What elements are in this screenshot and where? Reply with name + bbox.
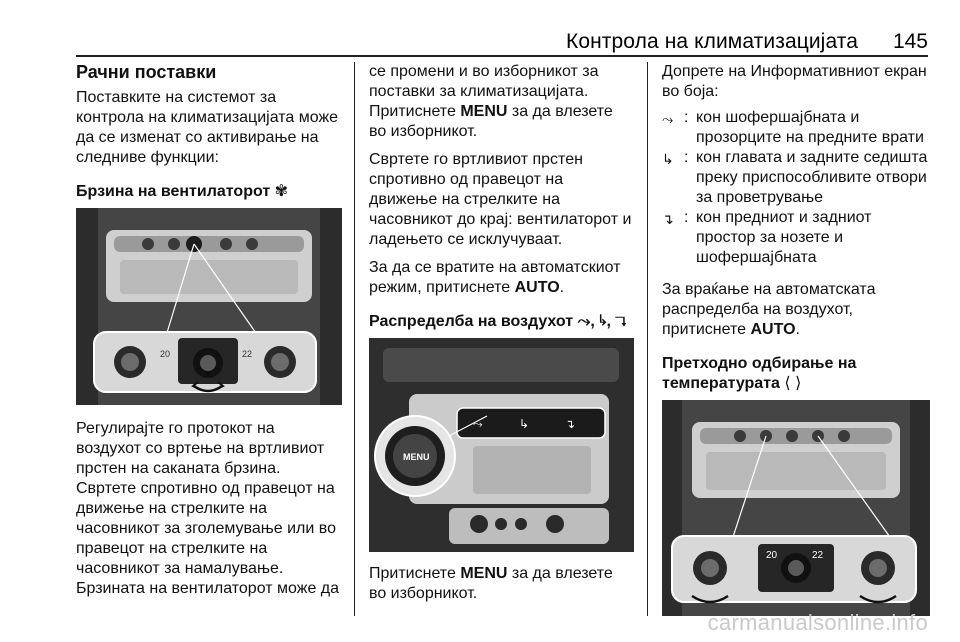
continued-paragraph: се промени и во изборникот за поставки з… (369, 63, 599, 100)
fan-speed-heading: Брзина на вентилаторот ✾ (76, 182, 342, 202)
dial-menu-label: MENU (403, 452, 430, 462)
climate-panel-illustration: 20 22 (76, 208, 342, 405)
def-item-feet: ↴ : кон предниот и задниот простор за но… (662, 208, 930, 268)
windshield-body-icon: ⤳ (662, 111, 674, 127)
touch-intro: Допрете на Информативниот екран во боја: (662, 63, 927, 100)
menu2-pre: Притиснете (369, 565, 456, 582)
panel-right-temp: 22 (242, 349, 252, 359)
climate-panel-photo-distribution: ⤳ ↳ ↴ MENU (369, 338, 634, 552)
auto-mode-paragraph: За да се вратите на автоматскиот режим, … (369, 258, 634, 298)
watermark: carmanualsonline.info (707, 610, 928, 635)
column-divider-2 (647, 62, 648, 616)
menu2-post: за да влезете во изборникот. (369, 565, 613, 602)
air-distribution-heading: Распределба на воздухот ⤳, ↳, ↴ (369, 312, 634, 332)
temperature-heading-text: Претходно одбирање на температурата (662, 355, 857, 392)
body-feet-icon: ↴ (615, 313, 626, 330)
auto-pre: За да се вратите на автоматскиот режим, … (369, 259, 621, 296)
def-text: кон главата и задните седишта преку прис… (696, 149, 928, 206)
body-feet-icon: ↴ (662, 211, 674, 227)
def-item-head: ↳ : кон главата и задните седишта преку … (662, 148, 930, 208)
distribution-illustration: ⤳ ↳ ↴ MENU (369, 338, 634, 552)
menu-instruction-2: Притиснете MENU за да влезете во изборни… (369, 564, 634, 604)
svg-text:↴: ↴ (565, 417, 575, 431)
menu-label: MENU (460, 103, 508, 120)
svg-text:⤳: ⤳ (473, 417, 483, 431)
header-title: Контрола на климатизацијата (566, 30, 859, 53)
air-distribution-heading-text: Распределба на воздухот (369, 313, 574, 330)
page-header: Контрола на климатизацијата 145 (0, 0, 960, 58)
panel-left-temp: 20 (160, 349, 170, 359)
fan-speed-heading-text: Брзина на вентилаторот (76, 183, 271, 200)
menu2-label: MENU (460, 565, 508, 582)
head-body-icon: ↳ (662, 151, 674, 167)
auto-distribution-paragraph: За враќање на автоматската распределба н… (662, 280, 930, 340)
def-text: кон шофершајбната и прозорците на предни… (696, 109, 924, 146)
menu-press-post: за да влезете во изборникот. (369, 103, 613, 140)
column-divider-1 (354, 62, 355, 616)
column-3: Допрете на Информативниот екран во боја:… (662, 62, 930, 616)
page-number: 145 (892, 30, 928, 53)
temperature-heading: Претходно одбирање на температурата ⟨ ⟩ (662, 354, 930, 394)
svg-text:↳: ↳ (519, 417, 529, 431)
def-item-windshield: ⤳ : кон шофершајбната и прозорците на пр… (662, 108, 930, 148)
auto-dist-label: AUTO (750, 321, 796, 338)
temperature-illustration: 20 22 (662, 400, 930, 616)
fan-icon: ✾ (274, 183, 289, 200)
fan-speed-paragraph: Регулирајте го протокот на воздухот со в… (76, 420, 340, 597)
section-heading: Рачни поставки (76, 62, 217, 82)
def-colon: : (684, 109, 689, 126)
temperature-bracket-icon: ⟨ ⟩ (784, 375, 802, 392)
menu-instruction: Притиснете MENU за да влезете во изборни… (369, 102, 634, 142)
column-1: Рачни поставки Поставките на системот за… (76, 62, 342, 599)
windshield-body-icon: ⤳, (577, 313, 595, 330)
climate-panel-photo-temperature: 20 22 (662, 400, 930, 616)
menu-press-text: Притиснете (369, 103, 456, 120)
climate-panel-photo-fan: 20 22 (76, 208, 342, 405)
header-rule (76, 55, 928, 57)
panel-right-temp: 22 (812, 550, 824, 561)
auto-dist-post: . (795, 321, 800, 338)
head-body-icon: ↳, (599, 313, 611, 330)
def-colon: : (684, 149, 689, 166)
def-text: кон предниот и задниот простор за нозете… (696, 209, 872, 266)
panel-left-temp: 20 (766, 550, 778, 561)
turn-off-paragraph: Свртете го вртливиот прстен спротивно од… (369, 151, 632, 248)
intro-paragraph: Поставките на системот за контрола на кл… (76, 89, 339, 166)
def-colon: : (684, 209, 689, 226)
auto-label: AUTO (514, 279, 560, 296)
auto-dist-pre: За враќање на автоматската распределба н… (662, 281, 876, 338)
column-2: се промени и во изборникот за поставки з… (369, 62, 634, 604)
auto-post: . (559, 279, 565, 296)
